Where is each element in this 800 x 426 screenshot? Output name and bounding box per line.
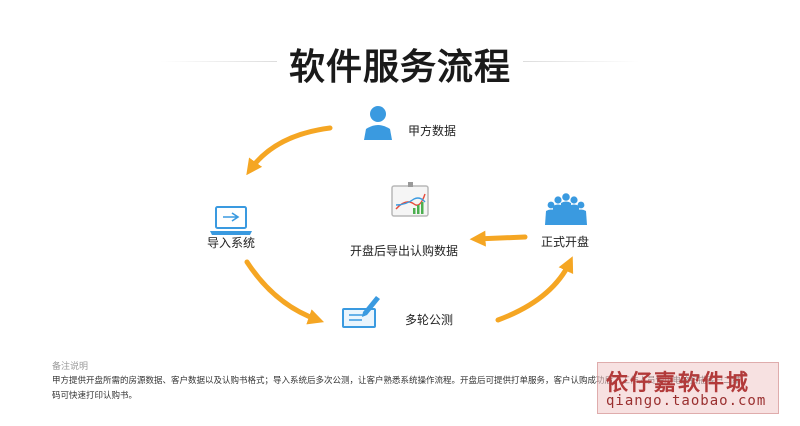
- arrow-client-to-import: [246, 125, 333, 176]
- watermark-stamp: 依仔嘉软件城 qiango.taobao.com: [597, 362, 779, 414]
- step-label-import-system: 导入系统: [207, 236, 256, 250]
- arrow-import-to-test: [244, 259, 325, 325]
- laptop-icon: [210, 206, 252, 235]
- form-pen-icon: [342, 296, 380, 328]
- arrow-test-to-open: [495, 256, 574, 323]
- step-label-export-data: 开盘后导出认购数据: [350, 244, 459, 258]
- page-title-text: 软件服务流程: [276, 47, 523, 88]
- step-label-official-open: 正式开盘: [541, 235, 590, 249]
- notes-body: 甲方提供开盘所需的房源数据、客户数据以及认购书格式；导入系统后多次公测，让客户熟…: [52, 376, 741, 401]
- step-label-client-data: 甲方数据: [408, 124, 457, 138]
- arrow-open-to-export: [469, 230, 528, 247]
- chart-board-icon: [391, 182, 429, 217]
- step-label-public-test: 多轮公测: [405, 313, 454, 327]
- watermark-bottom-text: qiango.taobao.com: [606, 393, 767, 409]
- person-icon: [364, 106, 392, 140]
- notes-heading: 备注说明: [52, 362, 89, 372]
- watermark-top-text: 依仔嘉软件城: [606, 371, 751, 396]
- page-title: 软件服务流程: [0, 38, 800, 90]
- group-people-icon: [545, 193, 587, 225]
